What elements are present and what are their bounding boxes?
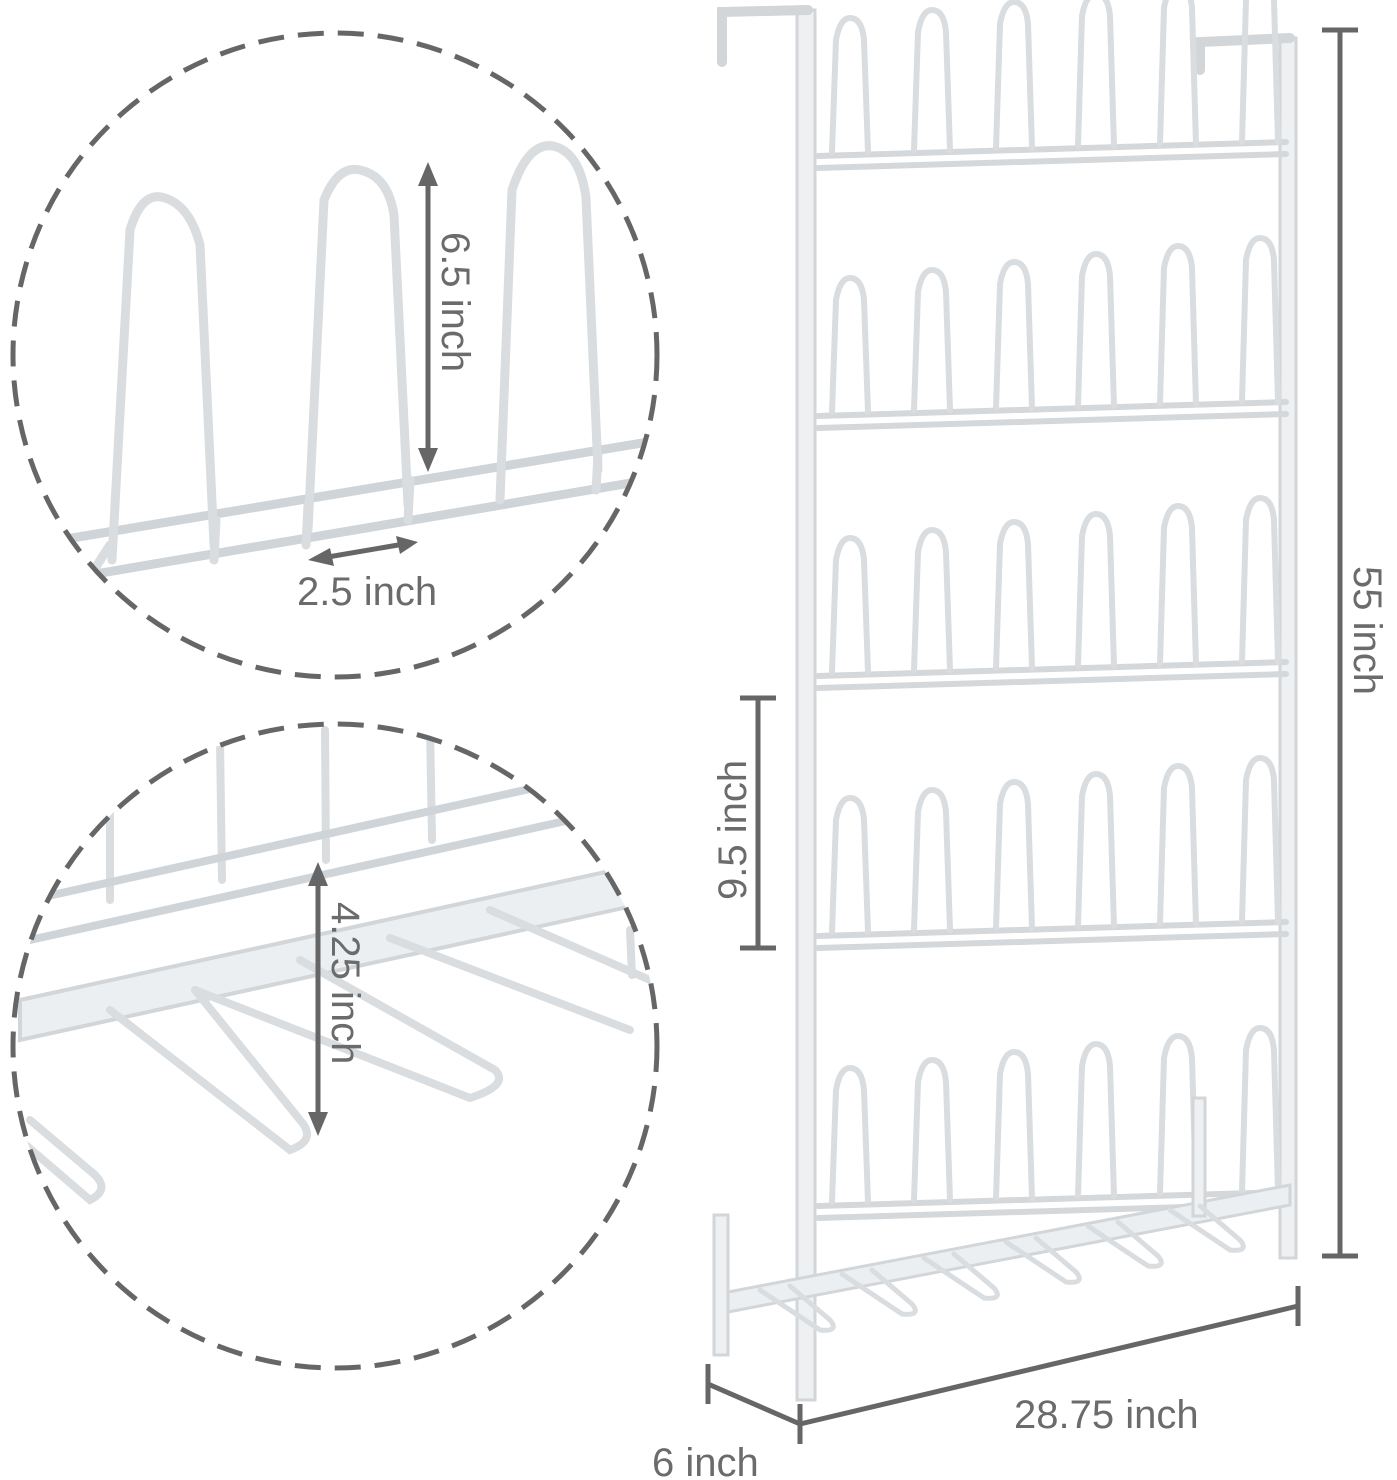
- shoe-prong: [911, 266, 953, 413]
- shoe-prong: [911, 1056, 953, 1203]
- depth-label: 6 inch: [652, 1441, 759, 1480]
- prong-spacing-arrow: [308, 536, 418, 566]
- shoe-prong: [993, 1048, 1035, 1201]
- shoe-prong: [1157, 1032, 1199, 1197]
- support-hook: [757, 1283, 836, 1333]
- shoe-prong: [1157, 242, 1199, 407]
- shoe-prong: [1239, 0, 1281, 145]
- shoe-prong: [1239, 234, 1281, 405]
- shoe-prong: [1075, 770, 1117, 929]
- rack-tier: [815, 234, 1289, 431]
- shoe-prong: [1075, 0, 1117, 149]
- support-height-label: 4.25 inch: [323, 902, 367, 1064]
- shoe-prong: [1239, 754, 1281, 925]
- support-hook: [1167, 1203, 1246, 1253]
- shoe-prong: [829, 534, 871, 675]
- shoe-prong: [1075, 1040, 1117, 1199]
- shoe-prong: [1157, 762, 1199, 927]
- rack-tier: [815, 494, 1289, 691]
- support-hook: [1003, 1235, 1082, 1285]
- rack-tier: [815, 1024, 1289, 1221]
- shoe-prong: [1157, 502, 1199, 667]
- shoe-prong: [911, 786, 953, 933]
- shoe-prong: [1239, 1024, 1281, 1195]
- shoe-prong: [1075, 250, 1117, 409]
- shoe-rack: [712, 0, 1298, 1402]
- shoe-prong: [993, 0, 1035, 151]
- shoe-prong: [993, 518, 1035, 671]
- shoe-prong: [993, 258, 1035, 411]
- total-height-bracket: [1322, 27, 1358, 1259]
- shoe-prong: [911, 6, 953, 153]
- support-detail-circle: 4.25 inch: [10, 721, 660, 1371]
- rack-tier: [815, 754, 1289, 951]
- prong-height-label: 6.5 inch: [433, 232, 477, 372]
- tier-spacing-label: 9.5 inch: [711, 760, 755, 900]
- tier-spacing-bracket: [740, 695, 776, 951]
- dashed-circle-bottom: [10, 721, 660, 1371]
- dashed-circle-top: [10, 30, 660, 680]
- shoe-prong: [1157, 0, 1199, 147]
- prong-height-arrow: [418, 162, 438, 472]
- support-height-arrow: [308, 862, 328, 1136]
- shoe-prong: [993, 778, 1035, 931]
- shoe-prong: [1075, 510, 1117, 669]
- prong-spacing-label: 2.5 inch: [297, 570, 437, 614]
- shoe-prong: [829, 1064, 871, 1205]
- depth-dimension: [705, 1364, 801, 1427]
- shoe-prong: [911, 526, 953, 673]
- shoe-prong: [829, 794, 871, 935]
- support-hook: [921, 1251, 1000, 1301]
- shoe-prong: [829, 14, 871, 155]
- prong-detail-circle: 6.5 inch 2.5 inch: [10, 30, 660, 680]
- shoe-prong: [1239, 494, 1281, 665]
- support-hook: [839, 1267, 918, 1317]
- total-height-label: 55 inch: [1345, 566, 1389, 695]
- width-label: 28.75 inch: [1014, 1393, 1199, 1437]
- shoe-prong: [829, 274, 871, 415]
- support-hook: [1085, 1219, 1164, 1269]
- rack-tier: [815, 0, 1289, 171]
